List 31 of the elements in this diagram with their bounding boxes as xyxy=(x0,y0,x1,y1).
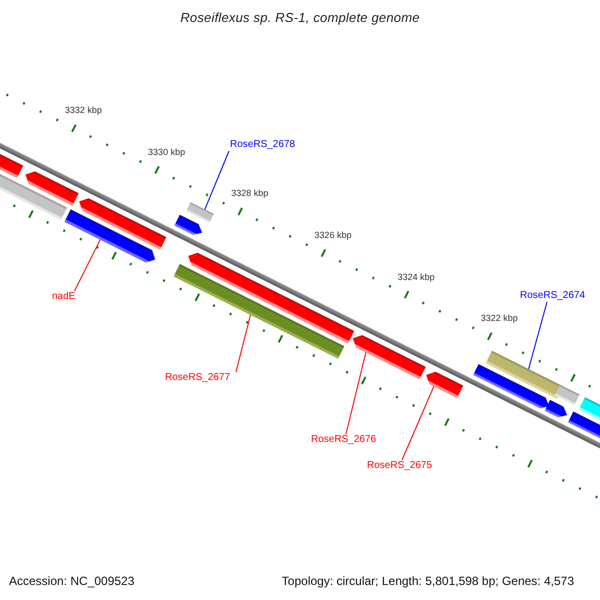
leader-line xyxy=(204,150,230,210)
gene-bar xyxy=(64,209,156,263)
gene-label: RoseRS_2677 xyxy=(165,372,230,384)
scale-label: 3324 kbp xyxy=(398,272,435,283)
title: Roseiflexus sp. RS-1, complete genome xyxy=(180,10,420,25)
gene-label: RoseRS_2676 xyxy=(311,434,376,446)
gene-bar xyxy=(473,364,550,408)
genome-stats-text: Topology: circular; Length: 5,801,598 bp; Genes: 4,573 xyxy=(282,574,574,588)
gene-label: RoseRS_2675 xyxy=(367,460,432,472)
leader-line xyxy=(402,386,434,460)
gene-bar xyxy=(188,252,354,344)
scale-label: 3328 kbp xyxy=(231,188,268,200)
gene-bar xyxy=(426,372,464,398)
scale-label: 3326 kbp xyxy=(314,230,352,242)
leader-line xyxy=(236,314,251,372)
gene-bar xyxy=(174,264,344,359)
scale-label: 3330 kbp xyxy=(148,146,186,158)
gene-bar xyxy=(26,171,79,206)
gene-bar xyxy=(79,198,166,250)
scale-label: 3322 kbp xyxy=(480,313,518,324)
leader-line xyxy=(346,352,366,434)
leader-line xyxy=(528,302,548,370)
scale-label: 3332 kbp xyxy=(64,105,102,116)
gene-bar xyxy=(554,384,580,406)
accession-text: Accession: NC_009523 xyxy=(9,574,134,588)
leader-line xyxy=(74,239,101,292)
gene-label: RoseRS_2674 xyxy=(520,290,586,302)
gene-bar xyxy=(352,335,426,380)
gene-bar xyxy=(174,214,202,235)
gene-bar xyxy=(186,202,214,223)
gene-label: RoseRS_2678 xyxy=(230,139,296,151)
